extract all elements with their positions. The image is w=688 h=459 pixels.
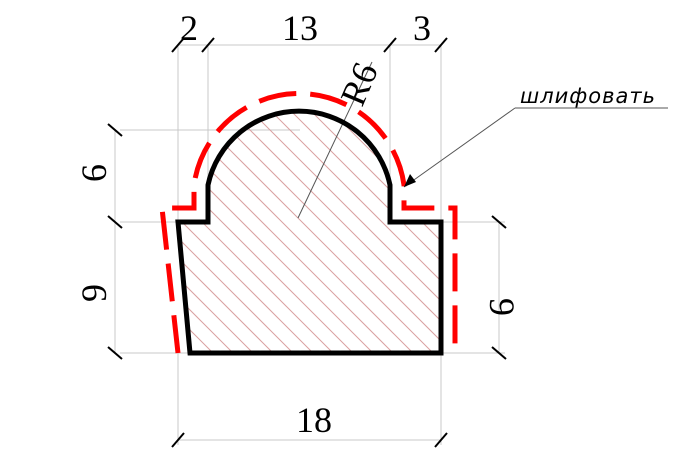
annotation-leader [403, 107, 668, 188]
dimension-top-left: 2 [180, 8, 198, 48]
grinding-allowance-line [159, 91, 458, 354]
dimension-left-lower: 9 [74, 284, 114, 302]
dimension-top-middle: 13 [282, 8, 318, 48]
dimension-left-upper: 6 [74, 164, 114, 182]
radius-leader [297, 61, 373, 219]
dimension-top-right: 3 [413, 8, 431, 48]
grinding-note: шлифовать [520, 84, 656, 108]
dimension-bottom: 18 [296, 400, 332, 440]
part-outline [175, 108, 444, 356]
dimension-ticks [107, 37, 507, 448]
dimension-right: 9 [482, 298, 522, 316]
extension-lines [114, 44, 505, 445]
